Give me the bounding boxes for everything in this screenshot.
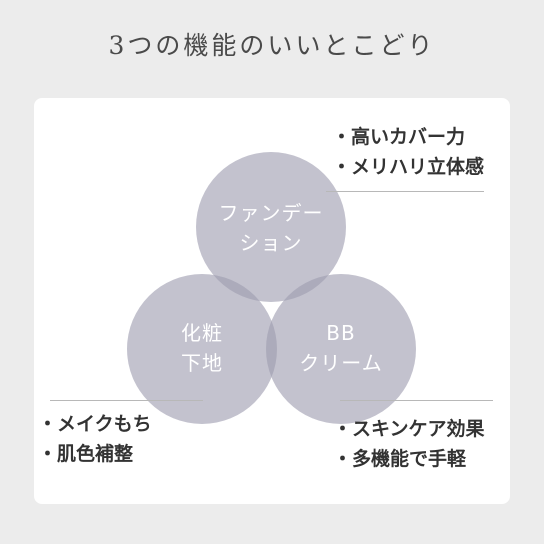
powder-label: 化粧 下地 [152,318,252,378]
bb-cream-label: BB クリーム [281,318,401,378]
bb-cream-features: スキンケア効果 多機能で手軽 [333,414,484,474]
feature-item: 肌色補整 [38,439,152,469]
powder-circle [127,274,277,424]
foundation-label-line1: ファンデー [218,201,324,225]
powder-label-line2: 下地 [181,351,223,375]
feature-item: 多機能で手軽 [333,444,484,474]
bb-cream-circle [266,274,416,424]
bb-cream-label-line1: BB [326,321,356,345]
foundation-divider [326,191,484,192]
feature-item: スキンケア効果 [333,414,484,444]
bb-cream-divider [340,400,493,401]
bb-cream-label-line2: クリーム [299,351,383,375]
feature-item: メリハリ立体感 [332,152,484,182]
feature-item: メイクもち [38,409,152,439]
foundation-label: ファンデー ション [196,198,346,258]
feature-item: 高いカバー力 [332,122,484,152]
powder-divider [50,400,203,401]
powder-features: メイクもち 肌色補整 [38,409,152,469]
foundation-label-line2: ション [239,231,303,255]
powder-label-line1: 化粧 [181,321,223,345]
foundation-circle [196,152,346,302]
page-title: 3つの機能のいいとこどり [108,31,436,60]
foundation-features: 高いカバー力 メリハリ立体感 [332,122,484,182]
